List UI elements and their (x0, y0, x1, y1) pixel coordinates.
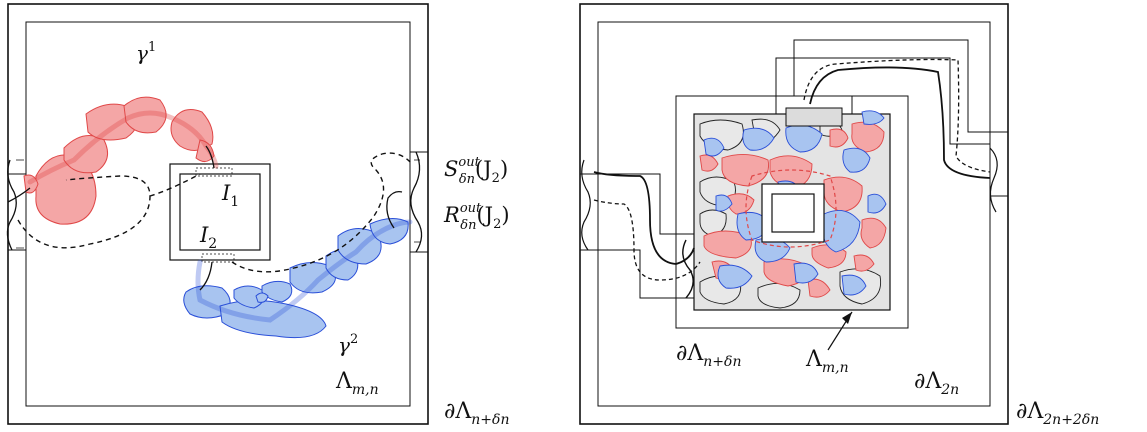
right-inner-box (597, 21, 991, 407)
gamma1-cluster (23, 96, 215, 225)
right-edge-segment (410, 151, 428, 253)
J2-marker (201, 253, 235, 263)
S-out-circuit-right (231, 152, 413, 273)
I2-label: I2 (199, 223, 217, 252)
central-inner-box (771, 193, 815, 233)
gamma2-connector-right (386, 190, 403, 229)
gamma1-connector-inner (205, 145, 215, 169)
central-outer-box (169, 163, 271, 261)
red-cells (699, 121, 887, 298)
inner-dual-circuit (745, 169, 837, 248)
left-edge-segment (6, 159, 26, 251)
boundary-n-delta-label: ∂Λn+δn (676, 341, 741, 370)
lambda-mn-label: Λm,n (805, 347, 849, 376)
left-lambda-box (25, 21, 411, 407)
gamma2-connector-inner (199, 261, 213, 291)
I1-label: I1 (221, 181, 239, 210)
lambda-mn-label: Λm,n (335, 369, 379, 398)
top-corridor (775, 39, 1008, 213)
right-panel: ∂Λn+δn Λm,n ∂Λ2n ∂Λ2n+2δn (579, 3, 1099, 428)
S-out-circuit-left (17, 173, 201, 249)
left-outer-box (7, 3, 429, 425)
gamma1-label: γ1 (136, 40, 156, 65)
right-n-delta-box (675, 95, 909, 329)
gamma2-label: γ2 (338, 332, 358, 357)
boundary-2n-label: ∂Λ2n (914, 369, 959, 398)
left-corridor (580, 159, 701, 299)
lambda-arrowhead (842, 312, 852, 324)
boundary-2n-2delta-label: ∂Λ2n+2δn (1016, 399, 1099, 428)
gamma1-connector-left (7, 187, 31, 203)
central-inner-box (179, 173, 261, 251)
right-outer-box (579, 3, 1009, 425)
boundary-n-delta-label: ∂Λn+δn (444, 399, 509, 428)
